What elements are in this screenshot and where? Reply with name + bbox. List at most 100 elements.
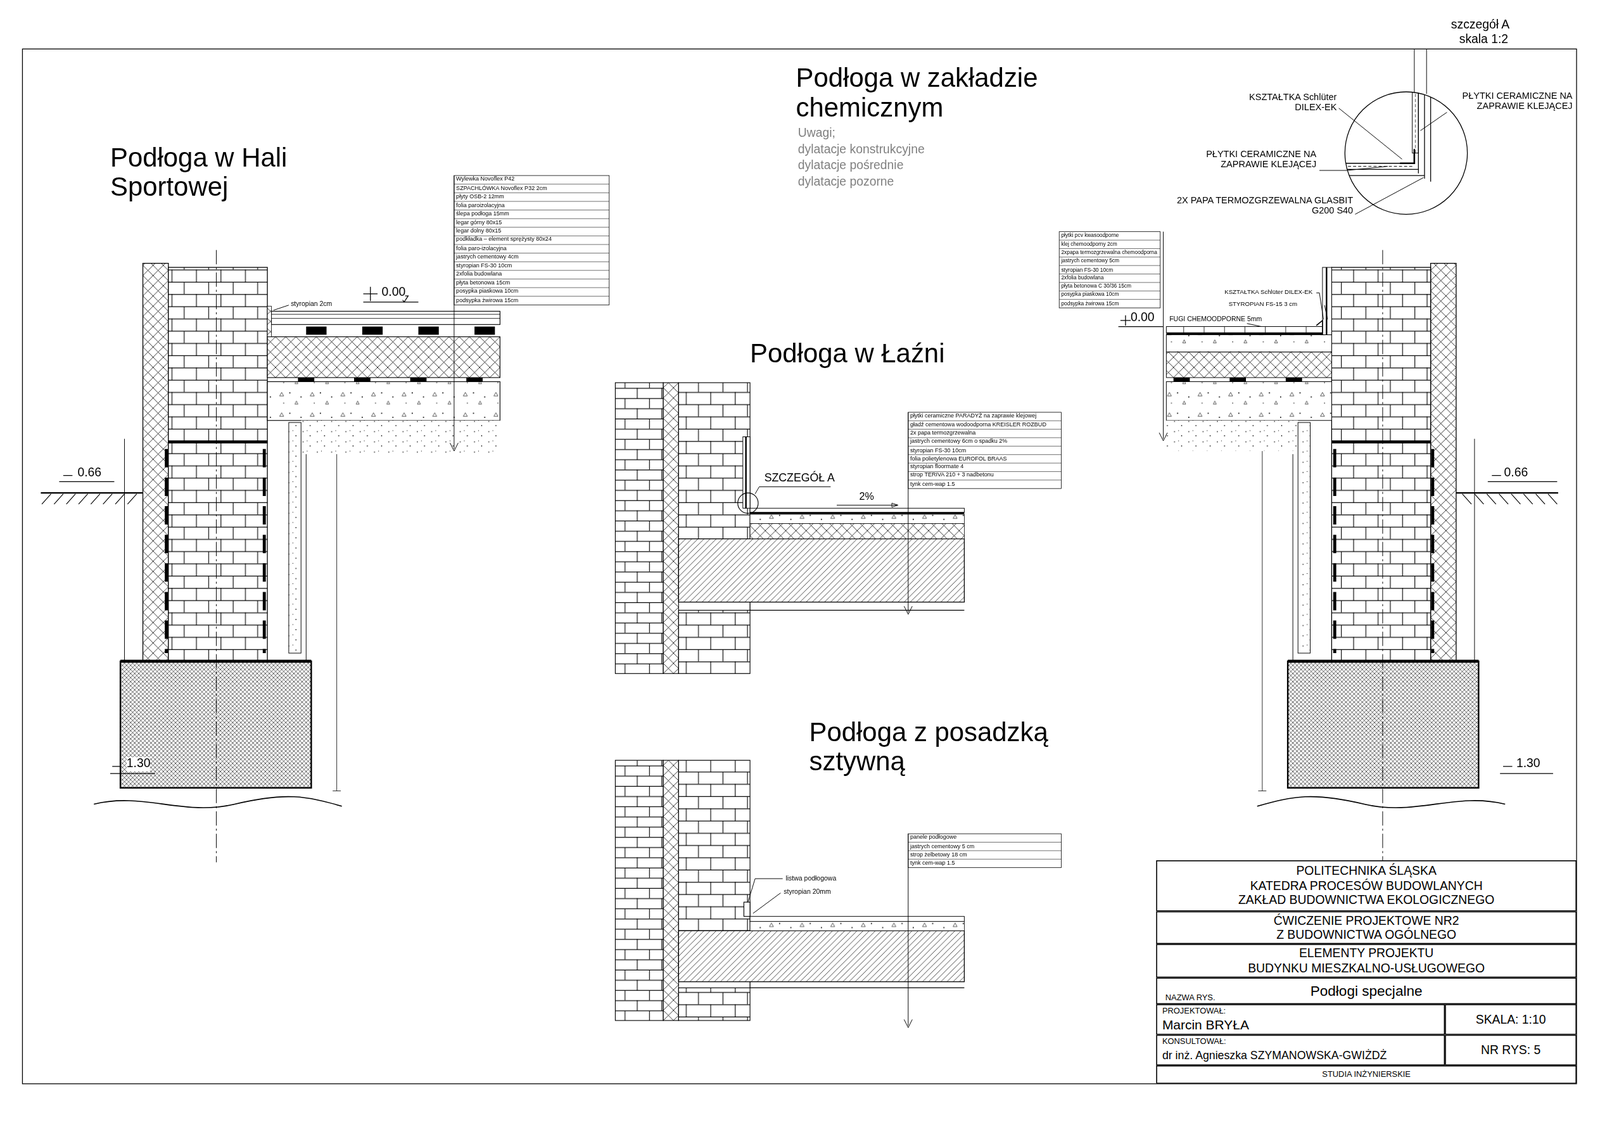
title-block-cell: ĆWICZENIE PROJEKTOWE NR2 Z BUDOWNICTWA O… xyxy=(1155,911,1577,945)
detail-a xyxy=(1354,177,1424,215)
text-line: chemicznym xyxy=(796,92,1039,122)
sports-hall-section xyxy=(454,184,610,297)
callout: styropian 20mm xyxy=(783,888,832,896)
layer-spec: strop żelbetowy 18 cm xyxy=(910,850,968,859)
layer-spec: legar górny 80x15 xyxy=(456,219,502,228)
chemical-plant-section xyxy=(1166,420,1298,451)
detail-a xyxy=(1319,166,1388,171)
sports-hall-section xyxy=(418,326,439,336)
rigid-floor-section xyxy=(749,916,965,922)
layer-spec: folia paro-izolacyjna xyxy=(456,244,507,253)
section-title: Podłoga w Łaźni xyxy=(749,338,945,370)
text-line: ELEMENTY PROJEKTU xyxy=(1247,946,1485,961)
cell-text: dr inż. Agnieszka SZYMANOWSKA-GWIŻDŻ xyxy=(1162,1048,1387,1063)
layer-spec: płytki ceramiczne PARADYŻ na zaprawie kl… xyxy=(910,412,1037,420)
text-line: Sportowej xyxy=(110,172,287,202)
text-line: ZAPRAWIE KLEJĄCEJ xyxy=(1462,101,1573,113)
section-title: Podłoga z posadzką sztywną xyxy=(809,717,1049,776)
layer-spec: legar dolny 80x15 xyxy=(456,227,502,236)
layer-spec: styropian FS-30 10cm xyxy=(910,446,966,455)
title-block-cell: PROJEKTOWAŁ:Marcin BRYŁA xyxy=(1155,1003,1445,1035)
section-title: Podłoga w Hali Sportowej xyxy=(110,143,287,202)
detail-a xyxy=(1414,48,1427,94)
chemical-plant-section xyxy=(1297,422,1310,654)
detail-a xyxy=(1420,112,1448,131)
rigid-floor-section xyxy=(678,760,750,931)
layer-spec: klej chemoodporny 2cm xyxy=(1060,240,1117,249)
bathhouse-section xyxy=(744,437,747,509)
layer-spec: folia paroizolacyjna xyxy=(456,201,505,210)
cell-text: Podłogi specjalne xyxy=(1310,982,1423,1000)
detail-a xyxy=(1344,91,1467,215)
layer-spec: Wylewka Novoflex P42 xyxy=(456,176,515,185)
bathhouse-section xyxy=(678,609,750,674)
bathhouse-section xyxy=(678,539,965,603)
cell-text: PROJEKTOWAŁ: xyxy=(1162,1005,1226,1016)
chemical-plant-section xyxy=(1316,320,1323,336)
layer-spec: 2xfolia budowlana xyxy=(456,270,502,279)
bathhouse-section xyxy=(749,507,965,512)
text-line: 2X PAPA TERMOZGRZEWALNA GLASBIT xyxy=(1176,195,1353,206)
title-block-cell: ELEMENTY PROJEKTU BUDYNKU MIESZKALNO-USŁ… xyxy=(1155,943,1577,978)
bathhouse-section xyxy=(749,601,965,610)
title-block-cell: KONSULTOWAŁ:dr inż. Agnieszka SZYMANOWSK… xyxy=(1155,1034,1445,1066)
sports-hall-section xyxy=(466,377,483,382)
chemical-plant-section xyxy=(1059,231,1559,863)
sports-hall-section xyxy=(288,422,301,654)
chemical-plant-section xyxy=(1173,377,1191,382)
sports-hall-section xyxy=(300,420,500,455)
chemical-plant-section xyxy=(1166,352,1332,378)
layer-spec: posypka piaskowa 10cm xyxy=(1060,291,1119,299)
detail-callout: PŁYTKI CERAMICZNE NA ZAPRAWIE KLEJĄCEJ xyxy=(1206,148,1317,170)
level-mark: 0.00 xyxy=(381,285,407,300)
chemical-plant-section xyxy=(1325,267,1327,335)
rigid-floor-section xyxy=(753,893,781,914)
cell-text: KONSULTOWAŁ: xyxy=(1162,1036,1227,1047)
layer-spec: tynk cem-wap 1.5 xyxy=(910,480,956,488)
level-mark: 1.30 xyxy=(126,756,151,771)
rigid-floor-section xyxy=(908,833,1062,868)
title-block-cell: NAZWA RYS.Podłogi specjalne xyxy=(1155,977,1577,1004)
sports-hall-section xyxy=(305,326,327,336)
layer-spec: strop TERIVA 210 + 3 nadbetonu xyxy=(910,471,994,480)
cell-text: KATEDRA PROCESÓW BUDOWLANYCH xyxy=(1250,878,1483,894)
callout: listwa podłogowa xyxy=(785,874,837,883)
layer-spec: SZPACHLÓWKA Novoflex P32 2cm xyxy=(456,184,548,193)
chemical-plant-section xyxy=(1285,377,1303,382)
callout: styropian 2cm xyxy=(290,300,332,308)
rigid-floor-section xyxy=(615,760,1061,1028)
slope-mark: 2% xyxy=(858,490,874,503)
detail-callout: 2X PAPA TERMOZGRZEWALNA GLASBIT G200 S40 xyxy=(1176,195,1353,216)
detail-a xyxy=(1339,108,1403,160)
bathhouse-section xyxy=(908,420,1062,481)
layer-spec: folia polietylenowa EUROFOL BRAAS xyxy=(910,454,1007,463)
detail-a xyxy=(1342,89,1431,182)
callout: FUGI CHEMOODPORNE 5mm xyxy=(1169,315,1262,324)
cell-text: Marcin BRYŁA xyxy=(1162,1017,1250,1034)
bathhouse-section xyxy=(742,437,750,509)
layer-spec: gładź cementowa wodoodporna KREISLER ROZ… xyxy=(910,421,1047,429)
detail-a xyxy=(1418,89,1431,182)
rigid-floor-section xyxy=(743,901,750,917)
text-line: ZAPRAWIE KLEJĄCEJ xyxy=(1206,159,1317,171)
sports-hall-section xyxy=(474,326,495,336)
bathhouse-section xyxy=(749,523,965,539)
layer-spec: styropian FS-30 10cm xyxy=(456,262,512,271)
text-line: ĆWICZENIE PROJEKTOWE NR2 xyxy=(1273,912,1460,928)
sheet-frame xyxy=(22,48,1577,1084)
layer-spec: podsypka żwirowa 15cm xyxy=(456,296,519,305)
layer-spec: płyty OSB-2 12mm xyxy=(456,193,505,202)
bathhouse-section xyxy=(663,382,679,674)
section-title: Podłoga w zakładzie chemicznym xyxy=(796,63,1039,122)
title-block-cell: SKALA: 1:10 xyxy=(1444,1003,1577,1035)
sports-hall-section xyxy=(267,336,500,378)
layer-spec: płytki pcv kwasoodporne xyxy=(1060,231,1119,240)
text-line: BUDYNKU MIESZKALNO-USŁUGOWEGO xyxy=(1247,960,1485,976)
sports-hall-section xyxy=(273,305,289,311)
level-mark: 0.66 xyxy=(1504,466,1529,481)
sports-hall-section xyxy=(410,377,427,382)
sports-hall-section xyxy=(267,381,500,421)
text-line: PŁYTKI CERAMICZNE NA xyxy=(1206,148,1317,160)
level-mark: 1.30 xyxy=(1516,756,1541,771)
